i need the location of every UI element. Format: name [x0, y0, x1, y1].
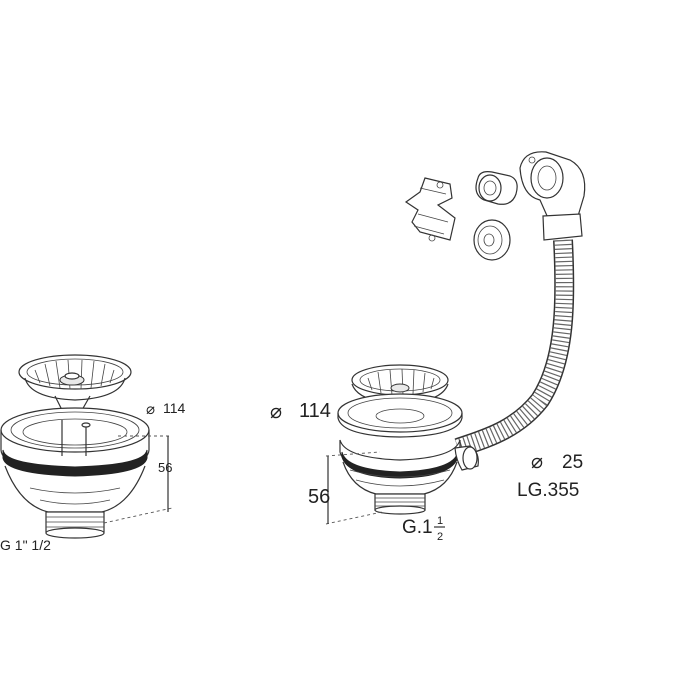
- right-height-value: 56: [308, 486, 330, 508]
- right-thread-label: G.1 1 2: [402, 515, 445, 543]
- right-height-dimension: 56: [308, 451, 383, 525]
- left-basket-strainer: [18, 354, 132, 411]
- right-drain-body: [339, 439, 479, 515]
- left-height-dimension: 56: [103, 435, 172, 524]
- left-diameter-symbol: ⌀: [146, 401, 155, 418]
- overflow-nut-part: [475, 171, 518, 205]
- right-diameter-symbol: ⌀: [270, 401, 282, 423]
- hose-length-value: LG.355: [517, 480, 579, 501]
- left-thread-label: G 1" 1/2: [0, 537, 51, 553]
- left-height-value: 56: [158, 460, 172, 475]
- overflow-cap-part: [473, 219, 511, 261]
- hose-diameter-value: 25: [562, 452, 583, 473]
- right-thread-prefix: G.1: [402, 517, 433, 538]
- right-flange-plate: [337, 393, 463, 438]
- right-thread-numerator: 1: [437, 515, 443, 527]
- left-diameter-dimension: ⌀ 114: [146, 400, 186, 418]
- hose-diameter-symbol: ⌀: [531, 451, 543, 473]
- hose-dimension-labels: ⌀ 25 LG.355: [517, 451, 583, 501]
- overflow-elbow-part: [519, 151, 586, 219]
- overflow-clip-part: [404, 177, 456, 242]
- left-diameter-value: 114: [163, 400, 186, 416]
- left-drain-body: [0, 407, 150, 539]
- right-thread-denominator: 2: [437, 531, 443, 543]
- overflow-corrugated-hose: [454, 213, 583, 458]
- left-strainer-assembly: ⌀ 114 56 G 1" 1/2: [0, 354, 186, 553]
- right-diameter-dimension: ⌀ 114: [270, 400, 331, 423]
- right-diameter-value: 114: [299, 400, 331, 422]
